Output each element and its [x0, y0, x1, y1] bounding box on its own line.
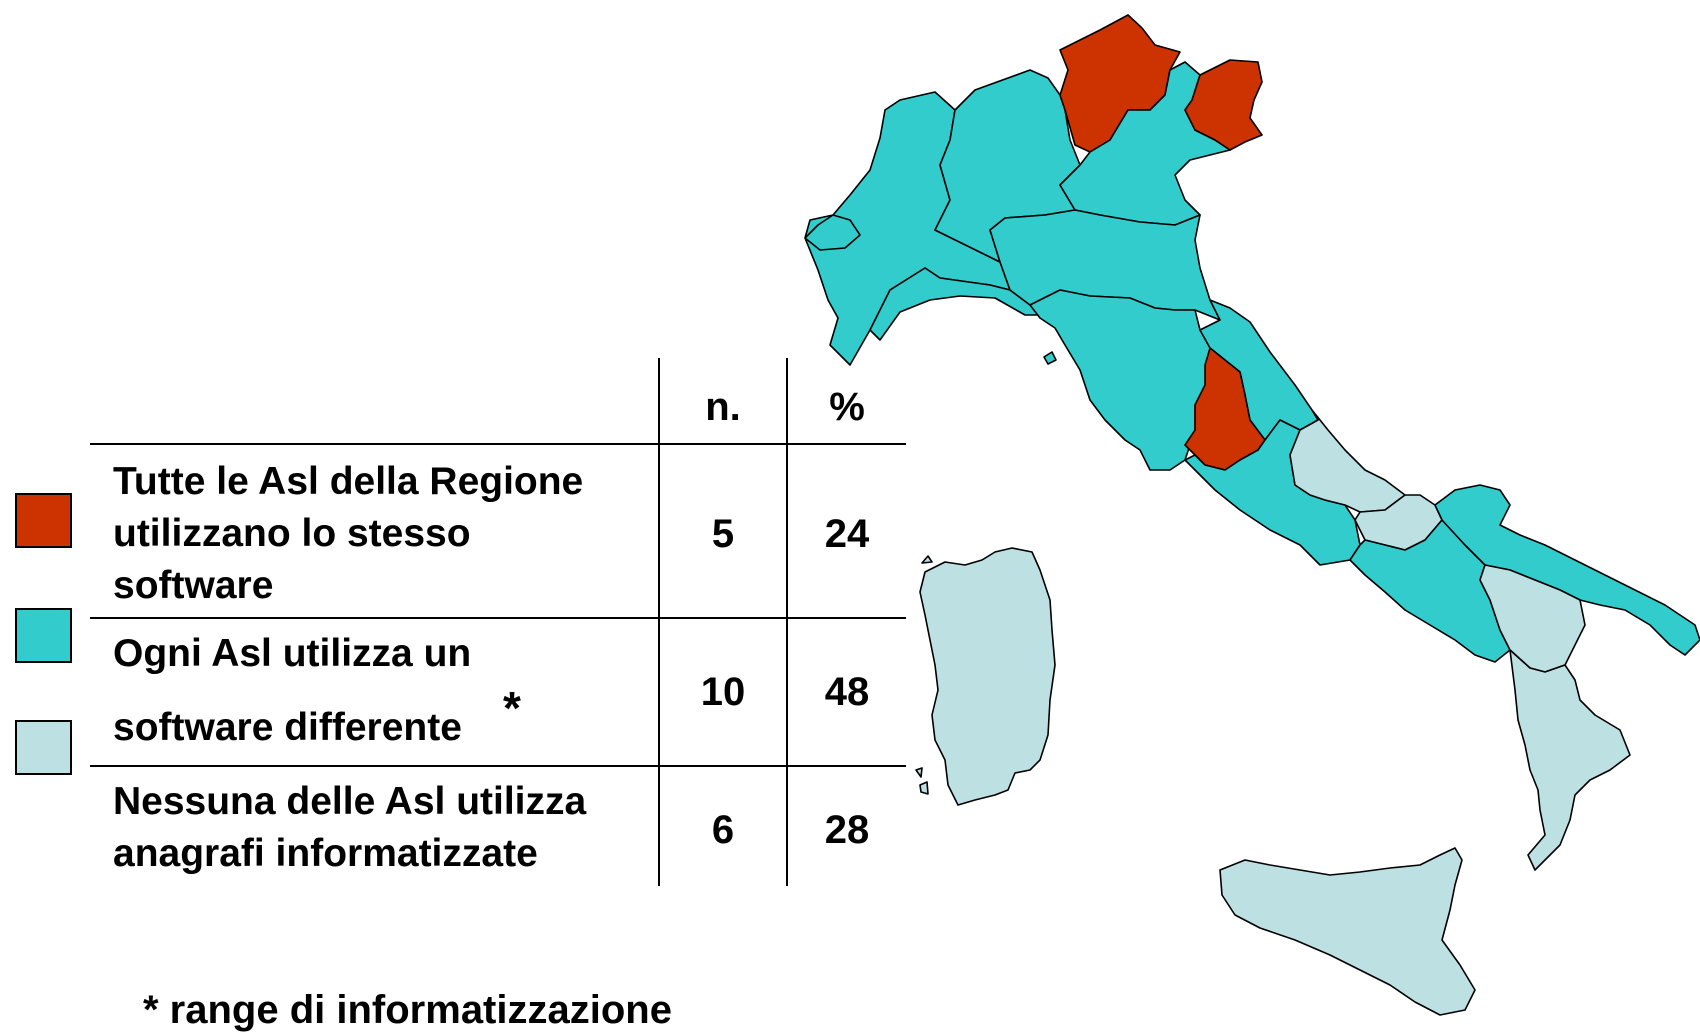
row-1-label-line-3: software: [113, 564, 274, 607]
map-region: [919, 781, 929, 795]
row-3-percent: 28: [824, 808, 870, 852]
row-1-label-line-1: Tutte le Asl della Regione: [113, 460, 584, 503]
legend-swatch-same-software: [15, 493, 72, 548]
table-header-rule: [90, 443, 906, 445]
row-1-count: 5: [711, 512, 735, 556]
table-divider-vertical-n: [658, 358, 660, 886]
row-2-count: 10: [700, 670, 746, 714]
map-region: [915, 767, 923, 778]
row-2-label-line-2: software differente: [113, 706, 462, 749]
row-1-percent: 24: [824, 512, 870, 556]
legend-swatch-not-computerized: [15, 720, 72, 775]
footnote: * range di informatizzazione: [143, 988, 672, 1032]
row-3-count: 6: [711, 808, 735, 852]
map-region: [804, 214, 861, 251]
map-region: [921, 555, 933, 564]
map-region: [1219, 847, 1476, 1016]
map-region: [1509, 649, 1631, 871]
table-row-rule-1: [90, 617, 906, 619]
row-2-percent: 48: [824, 670, 870, 714]
row-3-label-line-2: anagrafi informatizzate: [113, 832, 538, 875]
map-region: [919, 547, 1056, 806]
map-region: [1289, 409, 1406, 513]
row-2-label-line-1: Ogni Asl utilizza un: [113, 632, 472, 675]
table-header-n: n.: [705, 385, 741, 429]
row-1-label-line-2: utilizzano lo stesso: [113, 512, 471, 555]
row-3-label-line-1: Nessuna delle Asl utilizza: [113, 780, 587, 823]
map-region: [1184, 59, 1263, 151]
legend-swatch-different-software: [15, 608, 72, 663]
map-region: [1043, 351, 1057, 365]
table-divider-vertical-pct: [786, 358, 788, 886]
row-2-asterisk: *: [503, 682, 521, 734]
table-header-pct: %: [829, 385, 865, 429]
table-row-rule-2: [90, 765, 906, 767]
